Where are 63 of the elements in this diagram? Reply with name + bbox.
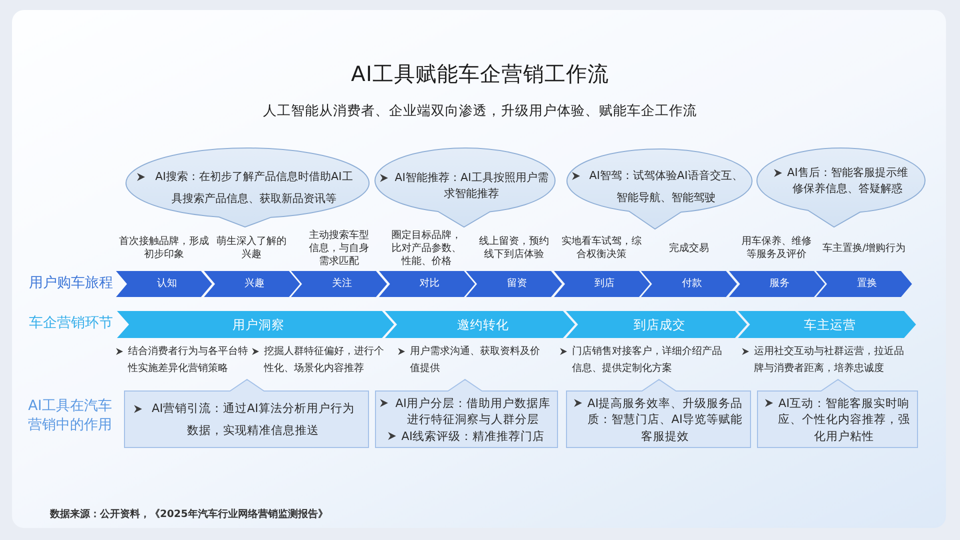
source-note: 数据来源：公开资料，《2025年汽车行业网络营销监测报告》 — [50, 507, 328, 521]
row-heading: 车企营销环节 — [28, 314, 114, 333]
bullet-text: 挖掘人群特征偏好，进行个性化、场景化内容推荐 — [264, 344, 385, 376]
callout-box — [566, 379, 751, 448]
marketing-phase-banner — [117, 311, 394, 338]
bubble-text: AI智能推荐：AI工具按照用户需求智能推荐 — [394, 170, 550, 202]
stage-label: 兴趣 — [244, 278, 264, 290]
stage-description: 车主置换/增购行为 — [822, 242, 906, 254]
callout-text: AI互动：智能客服实时响应、个性化内容推荐，强化用户粘性 — [778, 395, 910, 444]
stage-label: 用户洞察 — [232, 317, 284, 332]
bullet-text: 结合消费者行为与各平台特性实施差异化营销策略 — [128, 344, 248, 376]
journey-step-banner — [728, 271, 824, 297]
row-heading: AI工具在汽车营销中的作用 — [27, 397, 113, 435]
stage-label: 到店 — [594, 278, 614, 290]
stage-label: 到店成交 — [634, 317, 686, 332]
journey-step-banner — [641, 271, 737, 297]
speech-bubble — [374, 147, 556, 228]
stage-label: 置换 — [856, 278, 877, 290]
callout-box — [124, 379, 369, 448]
stage-description: 圈定目标品牌，比对产品参数、性能、价格 — [390, 228, 462, 268]
callout-text: AI线索评级：精准推荐门店 — [401, 428, 545, 444]
journey-step-banner — [466, 271, 562, 297]
stage-description: 首次接触品牌，形成初步印象 — [118, 235, 210, 261]
diagram-subtitle: 人工智能从消费者、企业端双向渗透，升级用户体验、赋能车企工作流 — [263, 102, 697, 120]
stage-description: 用车保养、维修等服务及评价 — [740, 235, 812, 261]
stage-label: 车主运营 — [804, 317, 856, 332]
speech-bubble — [566, 148, 753, 230]
marketing-phase-banner — [385, 311, 575, 338]
stage-label: 邀约转化 — [457, 317, 509, 332]
marketing-phase-banner — [738, 311, 916, 338]
journey-step-banner — [291, 271, 387, 297]
journey-step-banner — [378, 271, 474, 297]
stage-label: 服务 — [769, 278, 790, 290]
bullet-text: 门店销售对接客户，详细介绍产品信息、提供定制化方案 — [572, 344, 723, 376]
bubble-text: AI智驾：试驾体验AI语音交互、智能导航、智能驾驶 — [588, 168, 744, 206]
callout-text: AI营销引流：通过AI算法分析用户行为数据，实现精准信息推送 — [150, 400, 356, 438]
marketing-phase-banner — [566, 311, 747, 338]
speech-bubble — [756, 147, 926, 228]
journey-step-banner — [554, 271, 650, 297]
callout-box — [757, 379, 918, 448]
journey-step-banner — [816, 271, 912, 297]
bullet-text: 运用社交互动与社群运营，拉近品牌与消费者距离，培养忠诚度 — [754, 344, 905, 376]
diagram-title: AI工具赋能车企营销工作流 — [350, 61, 610, 88]
bullet-text: 用户需求沟通、获取资料及价值提供 — [410, 344, 540, 376]
stage-label: 付款 — [682, 278, 702, 290]
stage-label: 认知 — [156, 278, 177, 290]
callout-box — [375, 379, 558, 448]
speech-bubble — [125, 147, 370, 228]
stage-description: 实地看车试驾，综合权衡决策 — [560, 235, 642, 261]
stage-label: 留资 — [506, 278, 527, 290]
bubble-text: AI售后：智能客服提示维修保养信息、答疑解惑 — [787, 165, 908, 196]
stage-description: 线上留资，预约线下到店体验 — [478, 235, 550, 261]
stage-description: 主动搜索车型信息，与自身需求匹配 — [308, 228, 370, 268]
stage-description: 完成交易 — [669, 242, 709, 254]
callout-text: AI用户分层：借助用户数据库进行特征洞察与人群分层 — [394, 395, 552, 428]
row-heading: 用户购车旅程 — [28, 274, 114, 293]
bubble-text: AI搜索：在初步了解产品信息时借助AI工具搜索产品信息、获取新品资讯等 — [154, 169, 354, 207]
journey-step-banner — [204, 271, 300, 297]
stage-label: 关注 — [332, 278, 352, 290]
stage-description: 萌生深入了解的兴趣 — [216, 235, 288, 261]
stage-label: 对比 — [419, 278, 440, 290]
journey-step-banner — [116, 271, 212, 297]
callout-text: AI提高服务效率、升级服务品质：智慧门店、AI导览等赋能客服提效 — [587, 395, 743, 444]
